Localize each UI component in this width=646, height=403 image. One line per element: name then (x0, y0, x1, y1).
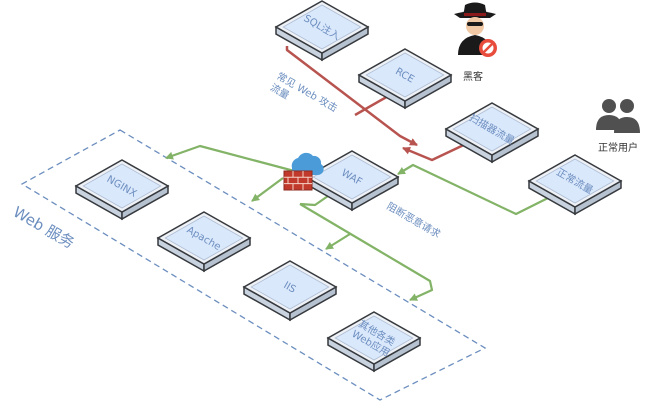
normal-flow-waf-out (299, 195, 329, 207)
normal-flow-apache (251, 177, 284, 202)
hacker-icon (454, 2, 497, 57)
attack-traffic-note: 常见 Web 攻击 流量 (268, 69, 343, 127)
node-waf: WAF (304, 150, 400, 212)
normal-flow-iis-trunk (299, 203, 434, 302)
attack-flow-scanner (402, 140, 471, 162)
node-iis-label-line: IIS (281, 280, 297, 296)
node-iis: IIS (242, 260, 338, 322)
node-rce: RCE (357, 48, 453, 110)
attack-flow-rce (354, 93, 391, 117)
attack-flow-sql (285, 46, 418, 147)
node-nginx: NGINX (74, 159, 170, 221)
normal-flow-user (397, 163, 553, 216)
normal-flow-iis (325, 233, 351, 250)
attack-flows (285, 46, 471, 162)
block-note: 阻断恶意请求 (385, 199, 443, 240)
group-label: Web 服务 (10, 203, 77, 252)
normal-flow-main (165, 144, 333, 183)
web-services-group (20, 129, 487, 401)
node-iis-label: IIS (281, 280, 297, 296)
normal-flows (165, 144, 553, 302)
node-sql-injection: SQL注入 (274, 0, 370, 62)
hacker-label: 黑客 (463, 70, 483, 83)
node-normal-traffic: 正常流量 (527, 154, 623, 216)
firewall-icon (283, 152, 324, 191)
users-icon (596, 99, 640, 133)
user-label: 正常用户 (598, 141, 638, 154)
node-scanner-traffic: 扫描器流量 (444, 102, 540, 164)
node-apache: Apache (156, 211, 252, 273)
node-other-web-apps: 其他各类Web应用 (326, 311, 422, 373)
